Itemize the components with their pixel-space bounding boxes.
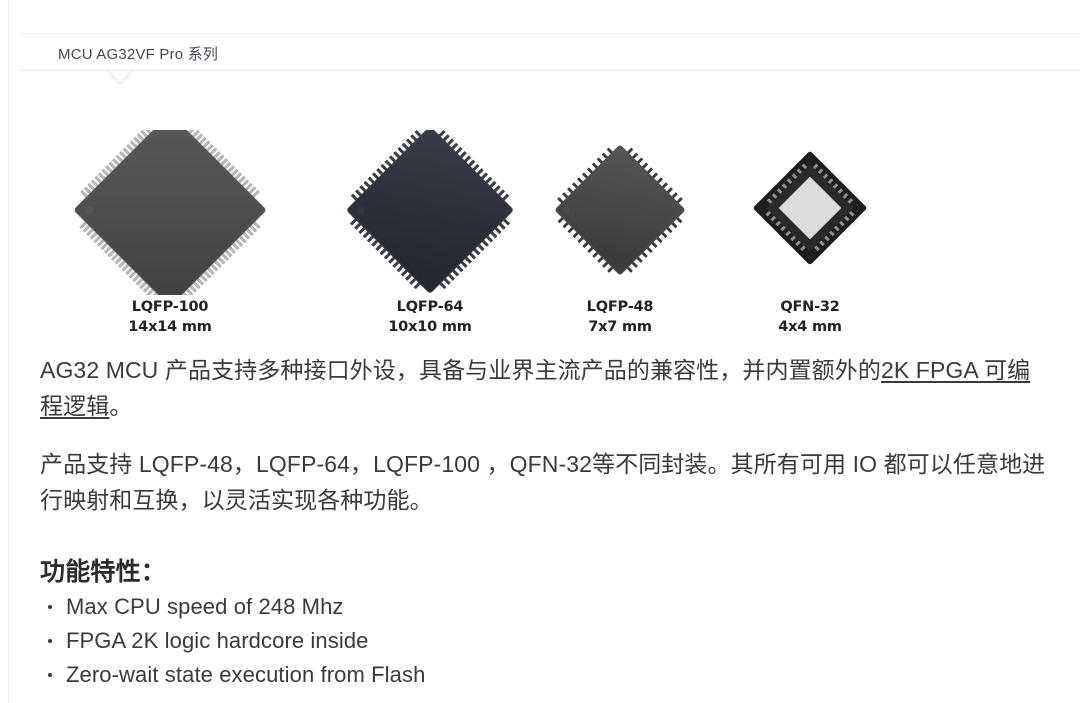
list-item-label: Zero-wait state execution from Flash xyxy=(66,662,426,687)
body-copy: AG32 MCU 产品支持多种接口外设，具备与业界主流产品的兼容性，并内置额外的… xyxy=(40,352,1050,540)
chip-size: 10x10 mm xyxy=(388,319,472,335)
list-item: Zero-wait state execution from Flash xyxy=(40,658,840,692)
chip-size: 7x7 mm xyxy=(588,319,652,335)
chip-card-lqfp-64: LQFP-64 10x10 mm xyxy=(330,130,530,337)
list-item: FPGA 2K logic hardcore inside xyxy=(40,624,840,658)
chip-card-lqfp-100: LQFP-100 14x14 mm xyxy=(60,130,280,337)
list-item-label: FPGA 2K logic hardcore inside xyxy=(66,628,369,653)
chip-image-lqfp-48 xyxy=(530,130,710,295)
lqfp-100-icon xyxy=(74,130,265,295)
chip-label-qfn-32: QFN-32 4x4 mm xyxy=(720,297,900,337)
bullet-icon xyxy=(48,605,52,609)
bullet-icon xyxy=(48,673,52,677)
list-item: Max CPU speed of 248 Mhz xyxy=(40,590,840,624)
chip-label-lqfp-64: LQFP-64 10x10 mm xyxy=(330,297,530,337)
chip-package-gallery: LQFP-100 14x14 mm xyxy=(40,130,1040,345)
chip-image-qfn-32 xyxy=(720,130,900,295)
paragraph-overview-part1: AG32 MCU 产品支持多种接口外设，具备与业界主流产品的兼容性，并内置额外的 xyxy=(40,357,881,383)
paragraph-overview-link[interactable]: 2K FPGA 可编程逻辑 xyxy=(40,357,1031,419)
bullet-icon xyxy=(48,639,52,643)
features-section: 功能特性： Max CPU speed of 248 Mhz FPGA 2K l… xyxy=(40,556,840,692)
list-item-label: Max CPU speed of 248 Mhz xyxy=(66,594,344,619)
chip-label-lqfp-100: LQFP-100 14x14 mm xyxy=(60,297,280,337)
chip-card-qfn-32: QFN-32 4x4 mm xyxy=(720,130,900,337)
chip-name: LQFP-48 xyxy=(586,299,654,315)
chip-size: 14x14 mm xyxy=(128,319,212,335)
chip-label-lqfp-48: LQFP-48 7x7 mm xyxy=(530,297,710,337)
features-list: Max CPU speed of 248 Mhz FPGA 2K logic h… xyxy=(40,590,840,692)
chip-image-lqfp-100 xyxy=(60,130,280,295)
qfn-32-icon xyxy=(753,151,867,265)
paragraph-overview: AG32 MCU 产品支持多种接口外设，具备与业界主流产品的兼容性，并内置额外的… xyxy=(40,352,1050,424)
card-header-bar: MCU AG32VF Pro 系列 xyxy=(20,33,1080,71)
chip-size: 4x4 mm xyxy=(778,319,842,335)
chip-image-lqfp-64 xyxy=(330,130,530,295)
lqfp-64-icon xyxy=(347,130,513,293)
chip-name: LQFP-64 xyxy=(396,299,464,315)
lqfp-48-icon xyxy=(555,145,685,275)
chevron-down-notch-icon xyxy=(108,71,132,84)
page-title: MCU AG32VF Pro 系列 xyxy=(58,46,219,63)
left-edge-rule xyxy=(8,0,9,703)
chip-name: QFN-32 xyxy=(780,299,840,315)
chip-name: LQFP-100 xyxy=(131,299,209,315)
paragraph-overview-part2: 。 xyxy=(109,393,133,419)
features-heading: 功能特性： xyxy=(40,558,167,586)
paragraph-packages: 产品支持 LQFP-48，LQFP-64，LQFP-100 ，QFN-32等不同… xyxy=(40,451,1046,513)
chip-card-lqfp-48: LQFP-48 7x7 mm xyxy=(530,130,710,337)
